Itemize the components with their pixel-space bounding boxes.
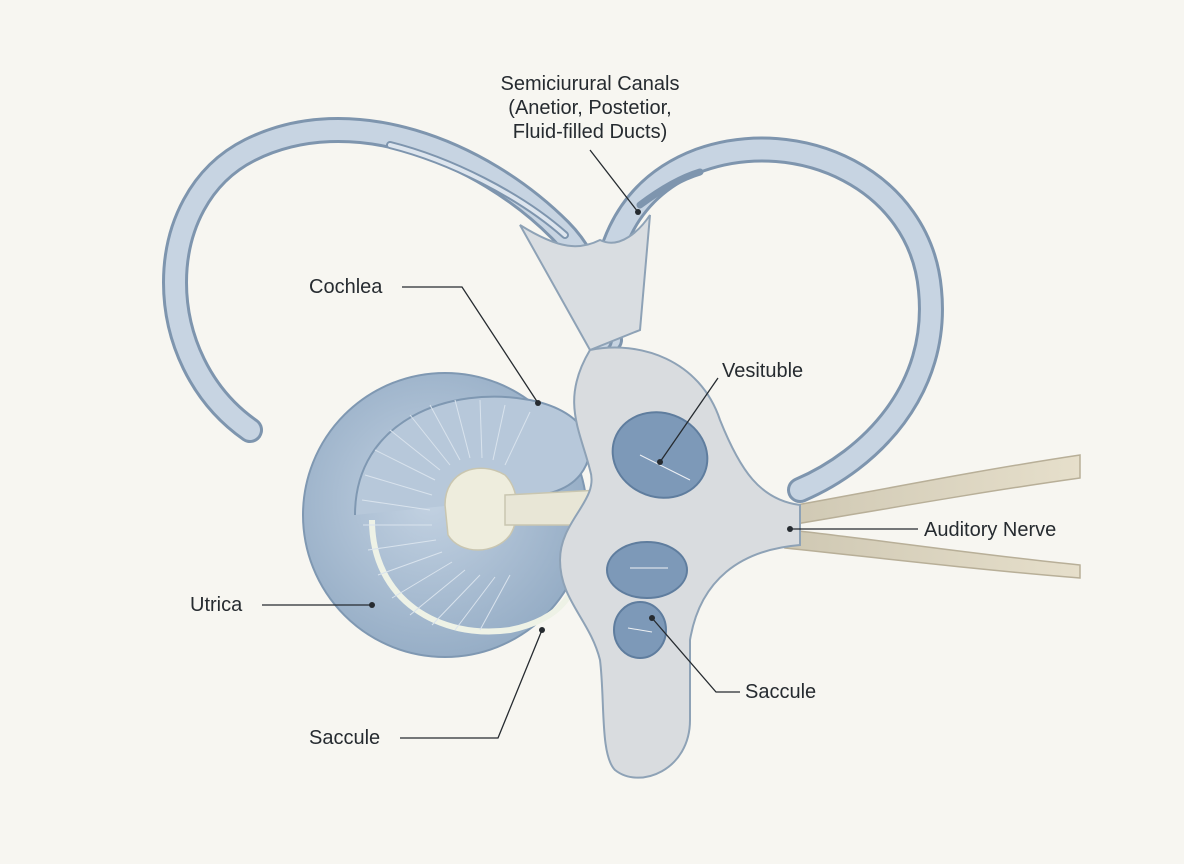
cochlea-shape bbox=[302, 372, 616, 658]
leader-semicircular bbox=[589, 149, 639, 213]
label-saccule-left: Saccule bbox=[309, 727, 381, 749]
leader-saccule-left bbox=[400, 629, 543, 739]
semicircular-line1: Semiciurural Canals bbox=[500, 73, 680, 95]
leader-lines bbox=[262, 149, 918, 739]
canal-junction bbox=[519, 214, 651, 352]
label-saccule-right: Saccule bbox=[745, 681, 817, 703]
leader-vestibule bbox=[659, 377, 719, 463]
label-auditory-nerve: Auditory Nerve bbox=[924, 519, 1057, 541]
semicircular-line2: (Anetior, Postetior, bbox=[508, 97, 672, 119]
label-cochlea: Cochlea bbox=[309, 276, 383, 298]
leader-dots bbox=[369, 209, 793, 633]
right-semicircular-canal bbox=[587, 136, 944, 503]
middle-organ bbox=[606, 541, 688, 599]
label-semicircular-canals: Semiciurural Canals (Anetior, Postetior,… bbox=[430, 72, 750, 144]
hair-cells bbox=[627, 454, 691, 633]
leader-cochlea bbox=[402, 286, 539, 404]
leader-saccule-right bbox=[651, 617, 740, 693]
semicircular-line3: Fluid-filled Ducts) bbox=[512, 121, 668, 143]
label-vestibule: Vesituble bbox=[722, 360, 804, 382]
auditory-nerve-shape bbox=[778, 454, 1081, 579]
label-utrica: Utrica bbox=[190, 594, 243, 616]
